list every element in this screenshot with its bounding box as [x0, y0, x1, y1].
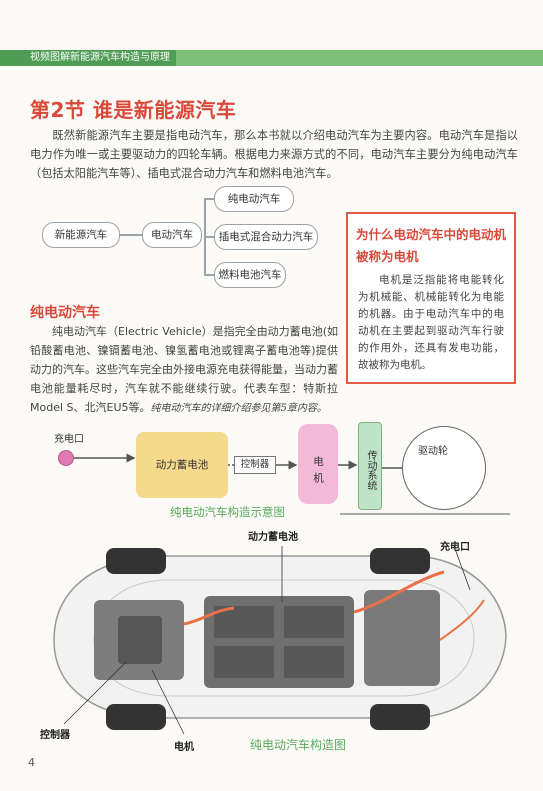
charge-port-icon: [58, 450, 74, 466]
bev-subtitle: 纯电动汽车: [30, 305, 100, 321]
section-title: 第2节 谁是新能源汽车: [30, 98, 237, 122]
car-controller-label: 控制器: [40, 730, 70, 741]
car-illustration: [53, 545, 507, 735]
bev-body: 纯电动汽车（Electric Vehicle）是指完全由动力蓄电池(如铅酸蓄电池…: [30, 325, 338, 414]
intro-paragraph: 既然新能源汽车主要是指电动汽车，那么本书就以介绍电动汽车为主要内容。电动汽车是指…: [30, 129, 518, 180]
bev-note: 纯电动汽车的详细介绍参见第5章内容。: [150, 403, 327, 414]
drive-wheel-label: 驱动轮: [418, 446, 448, 457]
node-new-energy-vehicle: 新能源汽车: [42, 222, 120, 248]
motor-box: 电机: [298, 424, 338, 504]
sidebar-body: 电机是泛指能将电能转化为机械能、机械能转化为电能的机器。由于电动汽车中的电动机在…: [358, 274, 504, 371]
schematic-diagram: 充电口 动力蓄电池 控制器 电机 传动系统 驱动轮: [40, 422, 510, 526]
bev-paragraph: 纯电动汽车（Electric Vehicle）是指完全由动力蓄电池(如铅酸蓄电池…: [30, 322, 338, 418]
car-motor-label: 电机: [174, 742, 194, 753]
charge-port-label: 充电口: [54, 434, 84, 445]
page-number: 4: [28, 756, 35, 769]
car-charge-label: 充电口: [440, 542, 470, 553]
transmission-box: 传动系统: [358, 422, 382, 510]
drive-wheel: [402, 426, 486, 510]
node-electric-vehicle: 电动汽车: [142, 222, 202, 248]
car-battery-label: 动力蓄电池: [248, 532, 298, 543]
node-fcev: 燃料电池汽车: [214, 262, 286, 288]
classification-diagram: 新能源汽车 电动汽车 纯电动汽车 插电式混合动力汽车 燃料电池汽车: [38, 186, 338, 288]
header-bar: 视频图解新能源汽车构造与原理: [0, 50, 543, 66]
car-caption: 纯电动汽车构造图: [250, 738, 347, 752]
book-title: 视频图解新能源汽车构造与原理: [0, 50, 176, 66]
car-cutaway-image: 动力蓄电池 充电口 控制器 电机: [34, 520, 514, 753]
node-phev: 插电式混合动力汽车: [214, 224, 318, 250]
schematic-caption: 纯电动汽车构造示意图: [170, 505, 285, 519]
battery-box: 动力蓄电池: [136, 432, 228, 498]
sidebar-title: 为什么电动汽车中的电动机被称为电机: [356, 227, 507, 264]
node-bev: 纯电动汽车: [214, 186, 294, 212]
controller-box: 控制器: [234, 456, 276, 474]
sidebar-box: 为什么电动汽车中的电动机被称为电机 电机是泛指能将电能转化为机械能、机械能转化为…: [346, 212, 516, 384]
